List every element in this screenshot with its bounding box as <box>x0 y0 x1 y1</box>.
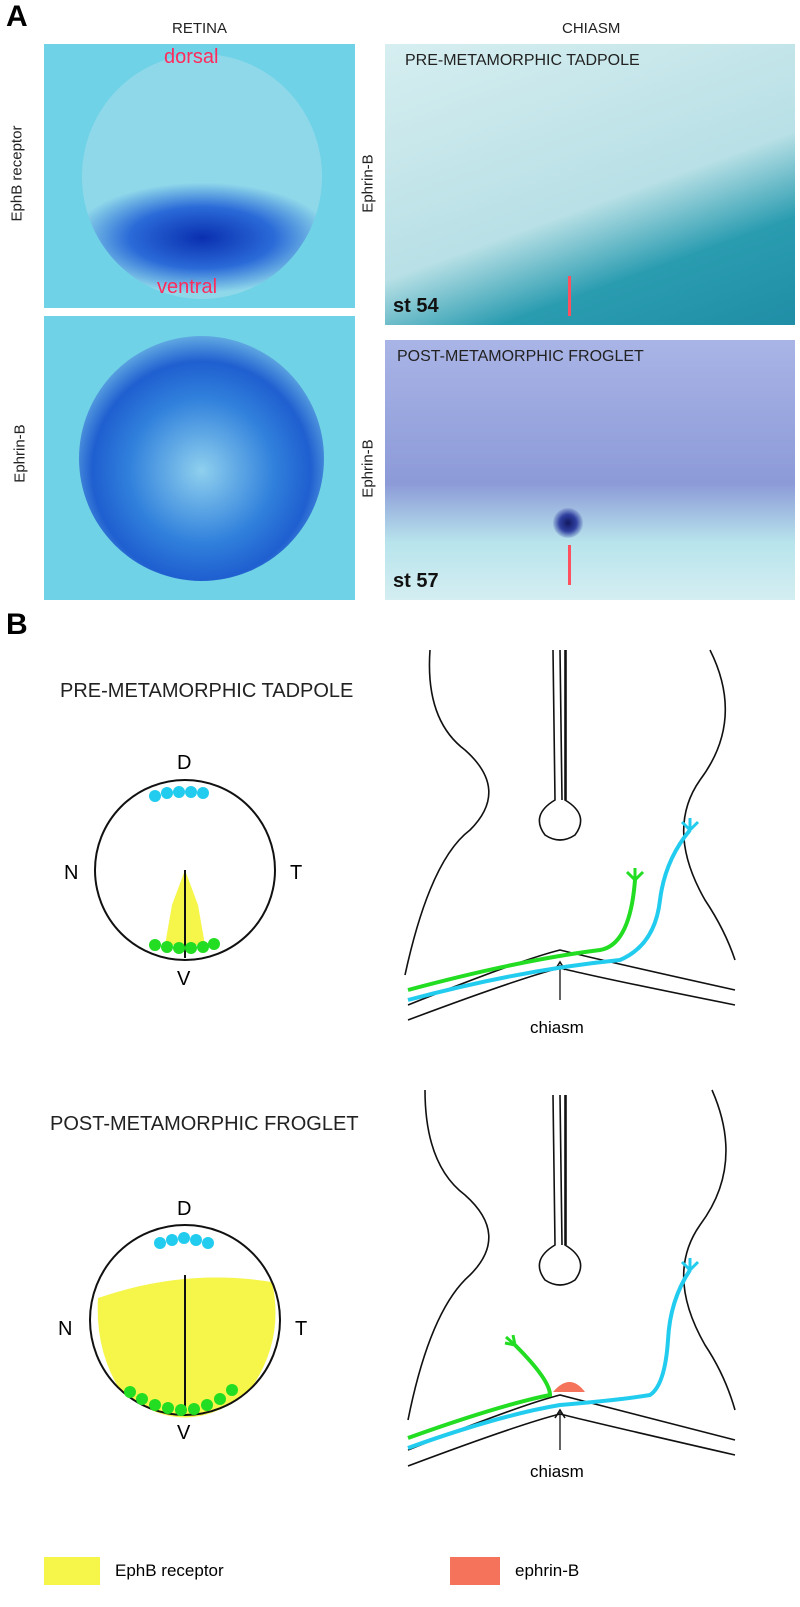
froglet-photo-title: POST-METAMORPHIC FROGLET <box>397 348 644 365</box>
nasal-marker: N <box>64 862 79 884</box>
ventral-marker: V <box>177 968 191 990</box>
nasal-marker: N <box>58 1318 73 1340</box>
chiasm-label: chiasm <box>530 1462 584 1481</box>
temporal-marker: T <box>290 862 303 884</box>
green-axon <box>407 879 637 992</box>
tadpole-photo-title: PRE-METAMORPHIC TADPOLE <box>405 52 640 69</box>
ephrin-b-expression <box>553 1382 585 1392</box>
cyan-axon <box>407 828 692 1002</box>
legend-ephrin: ephrin-B <box>515 1561 580 1580</box>
panel-b-label: B <box>6 608 28 641</box>
arrow-icon <box>568 276 571 316</box>
dorsal-marker: D <box>177 1198 192 1220</box>
panel-a-label: A <box>6 0 28 33</box>
row-label-ephrin: Ephrin-B <box>11 424 29 483</box>
retina-ephrin-photo <box>44 316 355 600</box>
retina-header: RETINA <box>172 20 228 37</box>
legend-swatch-ephb <box>44 1557 100 1585</box>
row-label-ephb: EphB receptor <box>8 125 26 222</box>
tadpole-optic-pathway <box>404 649 736 1021</box>
stage-label: st 57 <box>393 570 439 592</box>
arrow-icon <box>568 545 571 585</box>
green-axon <box>407 1343 553 1440</box>
froglet-title: POST-METAMORPHIC FROGLET <box>50 1113 359 1135</box>
chiasm-label: chiasm <box>530 1018 584 1037</box>
tadpole-retina <box>94 779 276 961</box>
chiasm-froglet-photo: POST-METAMORPHIC FROGLET st 57 <box>385 340 795 600</box>
chiasm-header: CHIASM <box>562 20 621 37</box>
temporal-marker: T <box>295 1318 308 1340</box>
froglet-retina <box>89 1224 281 1418</box>
retina-ephb-photo: dorsal ventral <box>44 44 355 308</box>
ventral-label: ventral <box>157 276 218 298</box>
chiasm-tadpole-photo: PRE-METAMORPHIC TADPOLE st 54 <box>385 44 795 325</box>
row-label-ephrin-chiasm-top: Ephrin-B <box>359 154 377 213</box>
dorsal-label: dorsal <box>164 46 219 68</box>
stage-label: st 54 <box>393 295 439 317</box>
tadpole-title: PRE-METAMORPHIC TADPOLE <box>60 680 354 702</box>
row-label-ephrin-chiasm-bottom: Ephrin-B <box>359 439 377 498</box>
dorsal-marker: D <box>177 752 192 774</box>
legend-ephb: EphB receptor <box>115 1561 224 1580</box>
legend-swatch-ephrin <box>450 1557 500 1585</box>
cyan-axon <box>407 1268 692 1450</box>
ventral-marker: V <box>177 1422 191 1444</box>
